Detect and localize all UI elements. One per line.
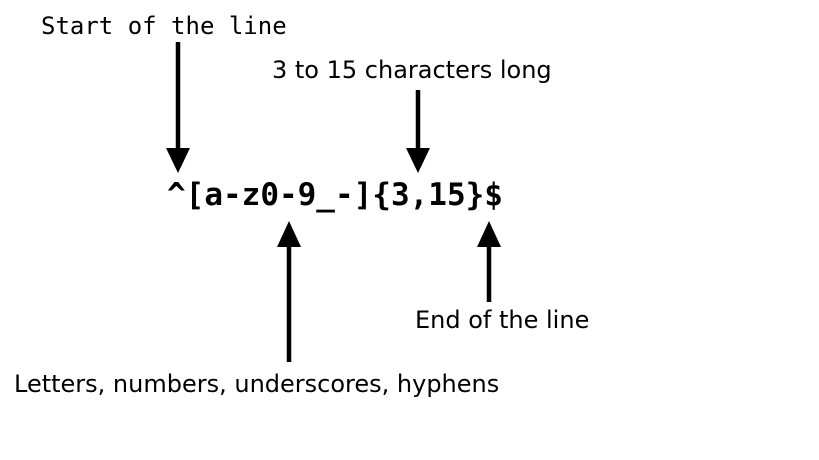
arrow-head-down-icon — [166, 148, 190, 173]
arrow-end-of-line — [477, 221, 501, 302]
arrow-character-class — [277, 221, 301, 362]
annotation-label-length-quantifier: 3 to 15 characters long — [272, 56, 552, 84]
regex-pattern-text: ^[a-z0-9_-]{3,15}$ — [167, 177, 503, 213]
arrow-head-down-icon — [406, 148, 430, 173]
arrow-start-of-line — [166, 42, 190, 173]
arrow-head-up-icon — [477, 221, 501, 247]
annotation-label-end-of-line: End of the line — [415, 306, 590, 334]
annotation-label-character-class: Letters, numbers, underscores, hyphens — [14, 370, 500, 398]
arrow-length-quantifier — [406, 90, 430, 173]
arrow-head-up-icon — [277, 221, 301, 247]
annotation-label-start-of-line: Start of the line — [41, 12, 287, 40]
